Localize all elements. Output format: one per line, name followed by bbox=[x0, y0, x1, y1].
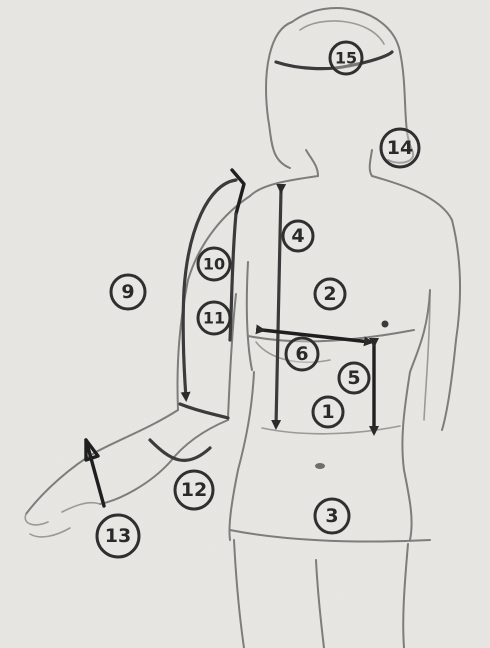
marker-label: 1 bbox=[321, 401, 334, 423]
marker-1: 1 bbox=[313, 397, 343, 427]
marker-6: 6 bbox=[286, 338, 318, 370]
marker-4: 4 bbox=[283, 221, 313, 251]
marker-label: 5 bbox=[347, 367, 360, 389]
marker-12: 12 bbox=[175, 471, 213, 509]
marker-13: 13 bbox=[97, 515, 139, 557]
marker-14: 14 bbox=[381, 129, 419, 167]
marker-label: 14 bbox=[387, 137, 413, 159]
marker-5: 5 bbox=[339, 363, 369, 393]
marker-label: 11 bbox=[203, 309, 225, 328]
marker-10: 10 bbox=[198, 248, 230, 280]
marker-2: 2 bbox=[315, 279, 345, 309]
marker-15: 15 bbox=[330, 42, 362, 74]
marker-label: 4 bbox=[291, 225, 304, 247]
marker-3: 3 bbox=[315, 499, 349, 533]
marker-label: 2 bbox=[323, 283, 336, 305]
marker-label: 10 bbox=[203, 255, 225, 274]
marker-11: 11 bbox=[198, 302, 230, 334]
marker-label: 9 bbox=[121, 281, 134, 303]
marker-label: 3 bbox=[325, 505, 338, 527]
marker-label: 12 bbox=[181, 479, 207, 501]
marker-9: 9 bbox=[111, 275, 145, 309]
marker-label: 15 bbox=[335, 49, 357, 68]
marker-label: 6 bbox=[295, 343, 308, 365]
marker-label: 13 bbox=[105, 525, 131, 547]
